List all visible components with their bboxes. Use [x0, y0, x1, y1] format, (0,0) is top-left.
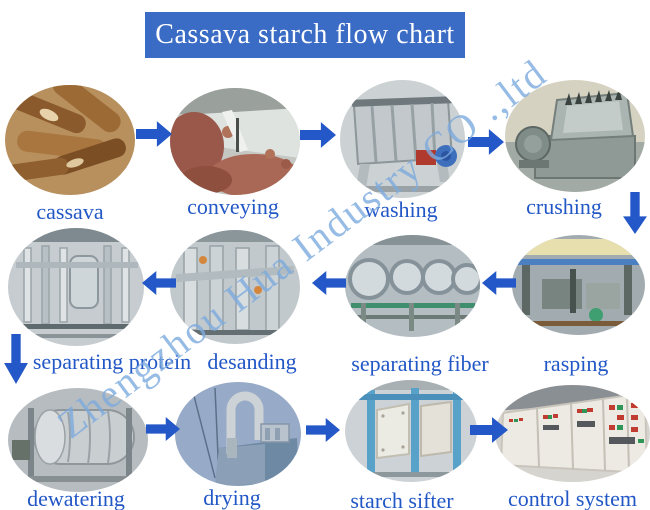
- photo-drying: [175, 382, 301, 486]
- photo-dewatering: [8, 388, 148, 492]
- photo-control-system: [495, 385, 650, 482]
- cassava-roots-illustration: [5, 85, 135, 195]
- photo-separating-protein: [8, 228, 144, 346]
- stage-label-starch-sifter: starch sifter: [350, 488, 454, 510]
- arrow-right-icon: [468, 129, 504, 155]
- stage-label-washing: washing: [364, 197, 438, 222]
- separating-fiber-machine-illustration: [345, 235, 480, 337]
- photo-crushing: [505, 80, 645, 192]
- photo-conveying: [170, 88, 300, 195]
- arrow-left-icon: [312, 271, 346, 295]
- stage-label-cassava: cassava: [36, 199, 104, 224]
- arrow-right-icon: [300, 122, 336, 148]
- title-banner: Cassava starch flow chart: [145, 12, 465, 58]
- washing-machine-illustration: [340, 80, 465, 198]
- photo-cassava: [5, 85, 135, 195]
- stage-label-conveying: conveying: [187, 194, 279, 219]
- arrow-right-icon: [306, 418, 340, 442]
- stage-label-drying: drying: [203, 485, 261, 510]
- stage-label-control-system: control system: [508, 486, 637, 510]
- control-cabinets-illustration: [495, 385, 650, 482]
- arrow-left-icon: [482, 271, 516, 295]
- separating-protein-machine-illustration: [8, 228, 144, 346]
- crushing-machine-illustration: [505, 80, 645, 192]
- stage-label-separating-protein: separating protein: [32, 349, 192, 374]
- stage-label-dewatering: dewatering: [27, 486, 125, 510]
- photo-separating-fiber: [345, 235, 480, 337]
- stage-label-desanding: desanding: [207, 349, 297, 374]
- photo-desanding: [170, 230, 300, 344]
- page-title: Cassava starch flow chart: [155, 19, 455, 50]
- starch-sifter-machine-illustration: [345, 380, 477, 482]
- arrow-right-icon: [136, 121, 172, 147]
- drying-machine-illustration: [175, 382, 301, 486]
- photo-starch-sifter: [345, 380, 477, 482]
- arrow-down-icon: [623, 192, 647, 234]
- rasping-machine-illustration: [512, 235, 645, 335]
- stage-label-crushing: crushing: [526, 194, 602, 219]
- photo-rasping: [512, 235, 645, 335]
- stage-label-separating-fiber: separating fiber: [351, 351, 489, 376]
- stage-label-rasping: rasping: [543, 351, 609, 376]
- dewatering-machine-illustration: [8, 388, 148, 492]
- conveying-machine-illustration: [170, 88, 300, 195]
- photo-washing: [340, 80, 465, 198]
- desanding-machine-illustration: [170, 230, 300, 344]
